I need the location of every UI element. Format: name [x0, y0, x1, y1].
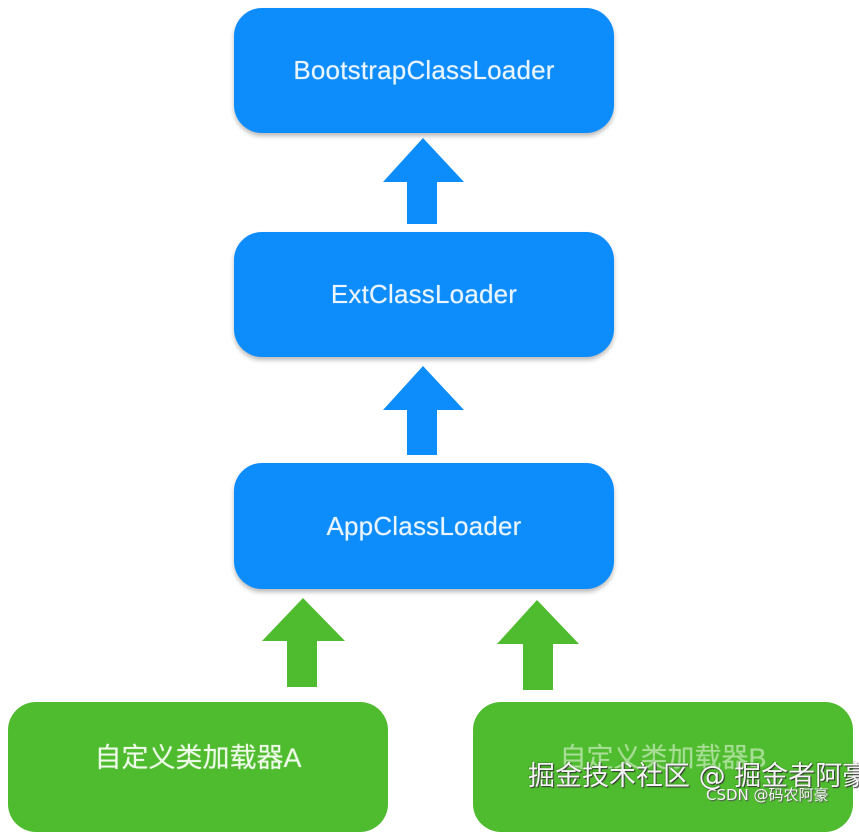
- arrow-custom-b-to-app: [497, 600, 579, 690]
- watermark-secondary: CSDN @码农阿豪: [706, 786, 829, 804]
- arrows-layer: [262, 138, 579, 690]
- watermark-main: 掘金技术社区 @ 掘金者阿豪: [528, 761, 859, 792]
- node-label: ExtClassLoader: [330, 279, 518, 309]
- node-label: 自定义类加载器A: [94, 742, 302, 773]
- node-label: BootstrapClassLoader: [293, 55, 555, 85]
- node-custom-classloader-a: 自定义类加载器A: [8, 702, 388, 832]
- node-label: 自定义类加载器B: [559, 742, 767, 773]
- arrow-ext-to-bootstrap: [383, 138, 464, 224]
- node-ext-classloader: ExtClassLoader: [234, 232, 614, 357]
- node-label: AppClassLoader: [326, 510, 522, 541]
- node-app-classloader: AppClassLoader: [234, 463, 614, 589]
- arrow-app-to-ext: [383, 366, 464, 455]
- arrow-custom-a-to-app: [262, 598, 345, 687]
- node-bootstrap-classloader: BootstrapClassLoader: [234, 8, 614, 133]
